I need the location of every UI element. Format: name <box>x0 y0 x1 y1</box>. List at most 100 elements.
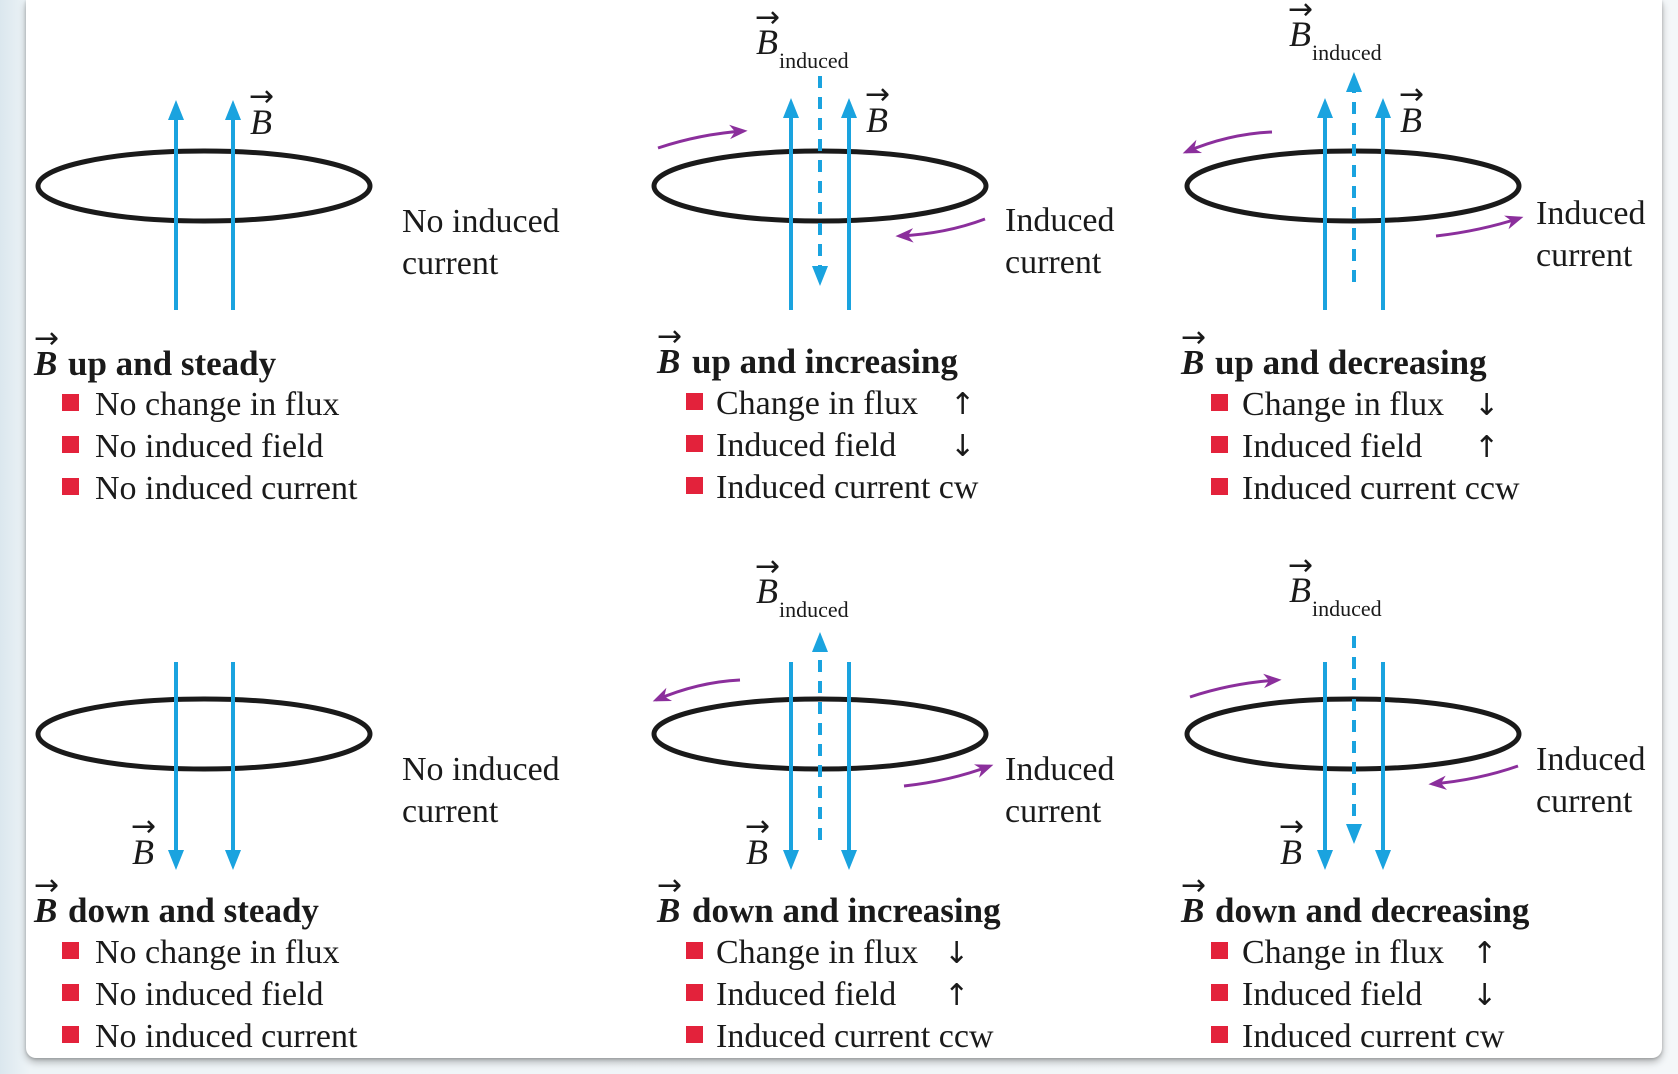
wire-loop <box>35 148 373 224</box>
induced-field-vector-label: B → induced <box>755 549 849 622</box>
svg-text:induced: induced <box>1312 40 1382 65</box>
bullet-marker <box>1211 1026 1228 1043</box>
svg-text:→: → <box>1181 868 1206 903</box>
panel-up-steady: B → No induced current B → up and steady… <box>33 79 560 507</box>
svg-text:→: → <box>755 0 780 35</box>
wire-loop <box>35 696 373 772</box>
induced-current-label: current <box>1005 244 1102 281</box>
field-vector-label: B → <box>865 77 890 140</box>
svg-text:B: B <box>250 102 272 142</box>
svg-text:B: B <box>866 100 888 140</box>
flux-change-arrow: ↑ <box>1472 936 1497 971</box>
bullet-text: Induced current cw <box>716 469 979 506</box>
bullet-marker <box>62 436 79 453</box>
svg-text:→: → <box>1279 809 1304 844</box>
bullet-list: Change in flux ↑ Induced field ↓ Induced… <box>686 385 979 506</box>
panel-down-steady: B → No induced current B → down and stea… <box>33 662 560 1055</box>
svg-text:→: → <box>1288 0 1313 27</box>
svg-text:down and increasing: down and increasing <box>692 891 1001 930</box>
bullet-list: No change in flux No induced field No in… <box>62 934 358 1055</box>
svg-text:B: B <box>756 571 778 611</box>
svg-text:→: → <box>131 809 156 844</box>
svg-text:B: B <box>132 832 154 872</box>
svg-text:→: → <box>249 79 274 114</box>
svg-text:→: → <box>755 549 780 584</box>
induced-current-arrow <box>895 217 986 243</box>
bullet-text: Induced field <box>716 427 896 464</box>
induced-field-arrow: ↑ <box>1474 430 1499 465</box>
bullet-marker <box>686 435 703 452</box>
bullet-marker <box>1211 436 1228 453</box>
induced-current-label: No induced <box>402 751 560 788</box>
bullet-list: Change in flux ↑ Induced field ↓ Induced… <box>1211 934 1505 1055</box>
svg-text:B: B <box>1280 832 1302 872</box>
svg-text:B: B <box>1180 891 1204 930</box>
bullet-marker <box>686 393 703 410</box>
svg-text:→: → <box>865 77 890 112</box>
bullet-text: No change in flux <box>95 934 340 971</box>
field-vector-label: B → <box>249 79 274 142</box>
panel-title: B → down and increasing <box>656 868 1001 930</box>
induced-current-label: current <box>402 793 499 830</box>
panel-title: B → down and steady <box>33 868 319 930</box>
bullet-text: Change in flux <box>1242 386 1444 423</box>
bullet-marker <box>1211 394 1228 411</box>
svg-text:→: → <box>1399 77 1424 112</box>
induced-field-vector-label: B → induced <box>1288 0 1382 65</box>
svg-text:induced: induced <box>779 48 849 73</box>
bullet-text: Induced current ccw <box>716 1018 994 1055</box>
field-vector-label: B → <box>745 809 770 872</box>
bullet-text: Change in flux <box>1242 934 1444 971</box>
bullet-marker <box>686 984 703 1001</box>
induced-current-arrow <box>1182 130 1273 154</box>
svg-text:B: B <box>33 344 57 383</box>
induced-current-arrow <box>1435 215 1524 238</box>
svg-text:→: → <box>34 321 59 356</box>
figure-card <box>26 0 1662 1058</box>
induced-field-arrow: ↓ <box>1472 978 1497 1013</box>
svg-text:→: → <box>657 868 682 903</box>
bullet-text: No induced field <box>95 976 324 1013</box>
induced-current-label: current <box>1005 793 1102 830</box>
bullet-text: Induced field <box>716 976 896 1013</box>
field-vector-label: B → <box>131 809 156 872</box>
induced-current-label: current <box>402 245 499 282</box>
svg-text:B: B <box>756 22 778 62</box>
panel-up-decreasing: B → induced B → Induced current B → up a… <box>1180 0 1646 507</box>
svg-text:down and steady: down and steady <box>68 891 319 930</box>
induced-current-label: current <box>1536 237 1633 274</box>
bullet-marker <box>686 942 703 959</box>
panel-title: B → up and steady <box>33 321 277 383</box>
bullet-list: No change in flux No induced field No in… <box>62 386 358 507</box>
induced-field-vector-label: B → induced <box>1288 548 1382 621</box>
induced-current-arrow <box>1428 764 1519 790</box>
bullet-marker <box>686 1026 703 1043</box>
induced-field-arrow: ↓ <box>950 429 975 464</box>
svg-text:B: B <box>656 891 680 930</box>
induced-current-label: No induced <box>402 203 560 240</box>
bullet-marker <box>62 984 79 1001</box>
bullet-text: Change in flux <box>716 934 918 971</box>
svg-text:→: → <box>1181 320 1206 355</box>
bullet-marker <box>62 942 79 959</box>
svg-text:→: → <box>34 868 59 903</box>
svg-text:B: B <box>1289 570 1311 610</box>
svg-text:→: → <box>745 809 770 844</box>
svg-text:B: B <box>656 342 680 381</box>
induced-current-label: Induced <box>1536 741 1646 778</box>
bullet-marker <box>62 478 79 495</box>
field-vector-label: B → <box>1399 77 1424 140</box>
induced-current-label: current <box>1536 783 1633 820</box>
induced-current-label: Induced <box>1005 202 1115 239</box>
svg-text:B: B <box>1400 100 1422 140</box>
svg-text:up and decreasing: up and decreasing <box>1215 343 1487 382</box>
panel-down-decreasing: B → induced B → Induced current B → down… <box>1180 548 1646 1055</box>
induced-current-arrow <box>652 678 741 702</box>
bullet-text: No induced current <box>95 1018 358 1055</box>
bullet-marker <box>62 1026 79 1043</box>
bullet-text: Change in flux <box>716 385 918 422</box>
panel-down-increasing: B → induced B → Induced current B → down… <box>651 549 1115 1055</box>
svg-text:→: → <box>1288 548 1313 583</box>
bullet-marker <box>1211 984 1228 1001</box>
induced-field-arrow: ↑ <box>944 978 969 1013</box>
